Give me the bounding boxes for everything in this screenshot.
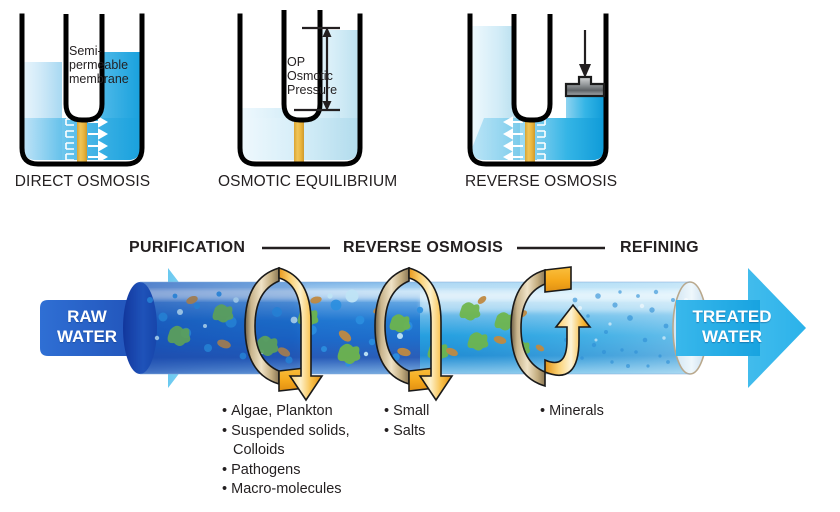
- bullet-item: Small: [384, 402, 524, 422]
- process-loop-purification: [244, 266, 324, 402]
- applied-pressure-arrow: [579, 30, 591, 78]
- treated-water-label: TREATED WATER: [692, 307, 772, 346]
- inner-tube-3: [511, 14, 553, 123]
- permeation-ticks-1: [65, 118, 74, 161]
- permeation-arrows-3: [502, 116, 523, 163]
- bullet-item: Macro-molecules: [222, 480, 392, 500]
- heading-refining: REFINING: [620, 239, 699, 256]
- bullet-item: Salts: [384, 422, 524, 442]
- bullet-column-refining: Minerals: [540, 402, 680, 422]
- u-tube-outline-1: [19, 13, 145, 167]
- membrane-bar-1: [77, 114, 87, 162]
- semi-permeable-membrane-label: Semi- permeable membrane: [69, 44, 129, 87]
- caption-direct-osmosis: DIRECT OSMOSIS: [14, 173, 151, 190]
- panel-direct-osmosis: [19, 13, 145, 167]
- raw-water-label: RAW WATER: [56, 307, 118, 346]
- process-loop-reverse-osmosis: [374, 266, 454, 402]
- u-tube-outline-2: [237, 13, 363, 167]
- contaminant-particles: [140, 282, 688, 374]
- bullet-item: Pathogens: [222, 461, 392, 481]
- caption-reverse-osmosis: REVERSE OSMOSIS: [465, 173, 618, 190]
- membrane-bar-3: [525, 114, 535, 162]
- caption-osmotic-equilibrium: OSMOTIC EQUILIBRIUM: [218, 173, 398, 190]
- bullet-column-purification: Algae, Plankton Suspended solids, Colloi…: [222, 402, 392, 500]
- permeation-arrows-1: [88, 116, 109, 163]
- bullet-column-reverse-osmosis: Small Salts: [384, 402, 524, 441]
- heading-reverse-osmosis: REVERSE OSMOSIS: [343, 239, 504, 256]
- piston: [564, 75, 606, 98]
- process-loop-refining: [510, 266, 592, 388]
- panel-reverse-osmosis: [467, 13, 609, 167]
- bullet-item: Minerals: [540, 402, 680, 422]
- panel-osmotic-equilibrium: [237, 10, 363, 167]
- membrane-bar-2: [294, 114, 304, 162]
- process-pipeline: [40, 246, 806, 402]
- osmotic-pressure-dimension: [294, 26, 340, 112]
- u-tube-outline-3: [467, 13, 609, 167]
- osmotic-pressure-label: OP Osmotic Pressure: [287, 55, 338, 98]
- heading-purification: PURIFICATION: [129, 239, 246, 256]
- bullet-item: Suspended solids,: [222, 422, 392, 442]
- treated-water-tag: [676, 300, 760, 356]
- bullet-item-continuation: Colloids: [233, 442, 285, 458]
- bullet-item: Algae, Plankton: [222, 402, 392, 422]
- inner-tube-1: [63, 14, 105, 123]
